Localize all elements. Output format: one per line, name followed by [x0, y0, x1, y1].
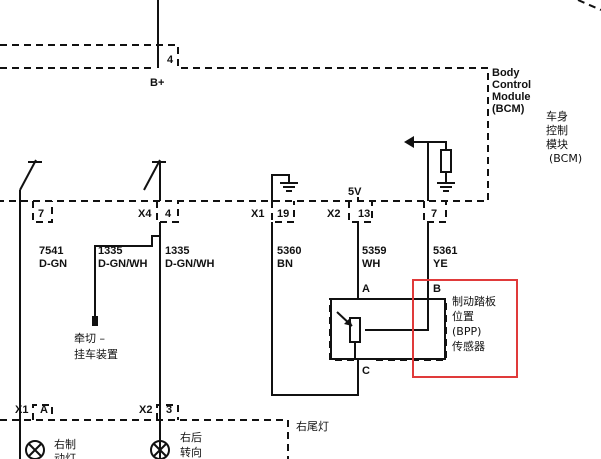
bcm-name-line-4: (BCM) [492, 103, 525, 115]
bcm-cn-line-3: 模块 [546, 138, 568, 151]
lamp-right-pin: 3 [166, 404, 172, 416]
wire-3-color: D-GN/WH [165, 258, 215, 270]
bcm-name-en: Body Control Module (BCM) [492, 67, 531, 115]
turn-lamp-label-2: 转向 [180, 445, 202, 459]
turn-lamp-bulb-icon [150, 440, 170, 459]
sensor-pin-a: A [362, 283, 370, 295]
connector-x2-right: X2 [327, 208, 340, 220]
ground-symbol-left [271, 174, 298, 201]
sensor-pin-c: C [362, 365, 370, 377]
sensor-pin-b: B [433, 283, 441, 295]
left-pin-7: 7 [38, 208, 44, 220]
bcm-name-line-2: Control [492, 79, 531, 91]
trailer-label-line-1: 牵切 – [74, 332, 105, 345]
wire-5-color: WH [362, 258, 380, 270]
switch-left [19, 159, 42, 201]
pin-box-19 [271, 201, 295, 223]
brake-lamp-label-2: 动灯 [54, 452, 76, 459]
lamp-right-connector: X2 [139, 404, 152, 416]
bcm-name-cn: 车身 控制 模块 (BCM) [546, 109, 582, 165]
lamp-left-pin: A [40, 404, 48, 416]
rear-lamp-title: 右尾灯 [296, 419, 329, 433]
power-pin-number: 4 [167, 54, 174, 66]
sensor-name-line-3: (BPP) [452, 325, 481, 338]
pullup-resistor [404, 136, 452, 201]
ground-symbol-right [437, 176, 455, 192]
bcm-cn-line-1: 车身 [546, 109, 568, 123]
wire-1-color: D-GN [39, 258, 67, 270]
pin-box-4 [156, 201, 179, 223]
supply-5v: 5V [348, 186, 362, 198]
pin-box-7-right [423, 201, 447, 223]
wire-1-circuit: 7541 [39, 245, 63, 257]
trailer-label-line-2: 挂车装置 [74, 347, 118, 361]
wire-1335-trailer [94, 222, 161, 318]
sensor-name-line-2: 位置 [452, 309, 474, 323]
wire-4-color: BN [277, 258, 293, 270]
rear-lamp-enclosure [0, 404, 289, 459]
wire-4-circuit: 5360 [277, 245, 301, 257]
connector-x1-right: X1 [251, 208, 264, 220]
bcm-enclosure [0, 44, 489, 202]
left-pin-4: 4 [165, 208, 172, 220]
bpp-sensor [329, 298, 447, 370]
sensor-name-line-1: 制动踏板 [452, 294, 496, 308]
lamp-left-connector: X1 [15, 404, 28, 416]
pin-box-7-left [32, 201, 53, 223]
potentiometer-icon [349, 317, 361, 343]
wire-3-circuit: 1335 [165, 245, 189, 257]
sensor-name-line-4: 传感器 [452, 340, 485, 353]
wire-6-circuit: 5361 [433, 245, 457, 257]
wire-2-color: D-GN/WH [98, 258, 148, 270]
right-pin-13: 13 [358, 208, 370, 220]
bcm-name-line-3: Module [492, 91, 531, 103]
switch-middle [143, 159, 166, 201]
power-label: B+ [150, 77, 164, 89]
brake-lamp-bulb-icon [25, 440, 45, 459]
bcm-cn-line-4: (BCM) [549, 152, 582, 165]
connector-x4: X4 [138, 208, 152, 220]
turn-lamp-label-1: 右后 [180, 430, 202, 444]
wire-6-color: YE [433, 258, 448, 270]
wire-5-circuit: 5359 [362, 245, 386, 257]
top-right-dashed-line [577, 0, 601, 11]
sensor-highlight-box [412, 279, 518, 378]
trailer-connector-icon [92, 316, 98, 326]
brake-lamp-label-1: 右制 [54, 437, 76, 451]
right-pin-19: 19 [277, 208, 289, 220]
right-pin-7: 7 [431, 208, 437, 220]
bcm-cn-line-2: 控制 [546, 123, 568, 137]
wire-5360 [271, 222, 359, 396]
wire-2-circuit: 1335 [98, 245, 122, 257]
bcm-name-line-1: Body [492, 67, 520, 79]
pin-box-13 [348, 201, 373, 223]
